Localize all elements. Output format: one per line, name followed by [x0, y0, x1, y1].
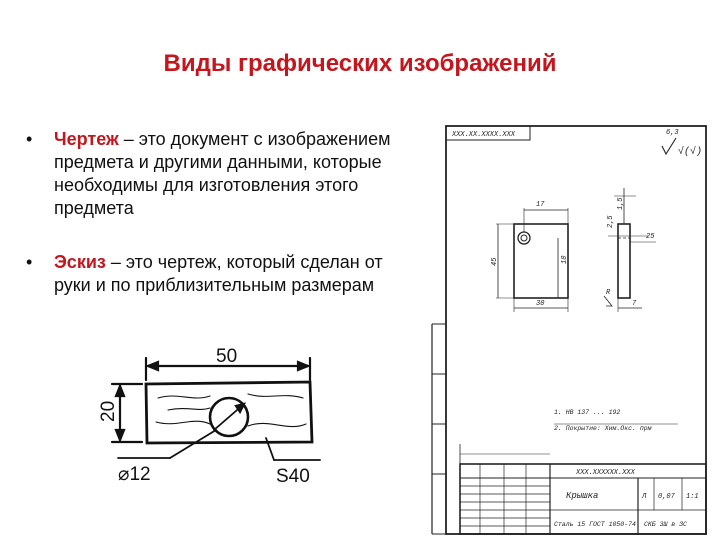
term-drawing: Чертеж: [54, 129, 119, 149]
mass: 0,07: [658, 493, 676, 501]
side-view: [617, 223, 631, 299]
title-block: [459, 463, 707, 535]
wood-grain: [157, 395, 211, 399]
definition-sketch: • Эскиз – это чертеж, который сделан от …: [26, 251, 416, 297]
top-stamp-box: [445, 125, 531, 141]
hole-diameter-label: ⌀12: [118, 464, 151, 485]
leader-material: [265, 437, 275, 461]
part-name: Крышка: [566, 491, 598, 501]
definition-drawing-text: – это документ с изображением предмета и…: [54, 129, 391, 218]
scale: 1:1: [686, 493, 699, 501]
front-view: [513, 223, 569, 299]
dim-r-label: R: [606, 289, 611, 297]
dim-bottom-label: 30: [536, 300, 544, 308]
doc-code: ХХХ.ХХХХХХ.ХХХ: [575, 469, 636, 477]
wood-grain: [247, 393, 304, 399]
organization: СКБ 3Ш в ЗС: [644, 521, 687, 528]
dim-arrow: [114, 383, 126, 398]
wood-grain: [155, 420, 211, 425]
dim-right-label: 7: [632, 300, 637, 308]
definition-sketch-text: – это чертеж, который сделан от руки и п…: [54, 252, 383, 295]
dim-arrow: [145, 360, 160, 372]
dim-top-label: 17: [536, 201, 545, 209]
slide-title: Виды графических изображений: [163, 50, 557, 77]
dim-left-label: 10: [561, 256, 569, 264]
material-label: S40: [276, 466, 310, 487]
part-outline: [144, 380, 314, 445]
dim-arrow: [114, 428, 126, 443]
sketch-illustration: 50 20 ⌀12 S40: [98, 346, 321, 487]
roughness-top-label: 6,3: [666, 129, 679, 137]
material-spec: Сталь 15 ГОСТ 1050-74: [554, 521, 636, 528]
dim-thick-a-label: 2,5: [607, 215, 615, 228]
litera: Л: [641, 493, 647, 501]
roughness-icon: [661, 137, 677, 156]
dim-height-label: 45: [491, 257, 499, 266]
note-2: 2. Покрытие: Хим.Окс. прм: [554, 425, 652, 432]
definition-list: • Чертеж – это документ с изображением п…: [26, 128, 416, 297]
note-1: 1. HB 137 ... 192: [554, 409, 620, 416]
definition-drawing: • Чертеж – это документ с изображением п…: [26, 128, 416, 220]
hole-circle: [208, 396, 250, 438]
bullet-icon: •: [26, 252, 33, 272]
dim-thick-b-label: 1,5: [617, 197, 625, 210]
dim-width-label: 50: [216, 346, 237, 367]
wood-grain: [247, 422, 307, 428]
dim-arrow: [296, 360, 311, 372]
roughness-symbol: √(√): [678, 145, 702, 158]
dim-side-label: 25: [646, 233, 655, 241]
dim-arrow: [234, 402, 247, 415]
hole-view-inner: [520, 234, 528, 242]
bullet-icon: •: [26, 129, 33, 149]
wood-grain: [167, 407, 211, 411]
term-sketch: Эскиз: [54, 252, 106, 272]
leader-diameter: [169, 429, 217, 459]
technical-drawing: ХХХ.ХХ.ХХХХ.ХХХ 6,3 √(√) 17 45 10 30 2,5…: [431, 125, 707, 535]
dim-height-label: 20: [98, 401, 119, 422]
hole-view: [517, 231, 531, 245]
stamp-top-text: ХХХ.ХХ.ХХХХ.ХХХ: [451, 131, 516, 139]
